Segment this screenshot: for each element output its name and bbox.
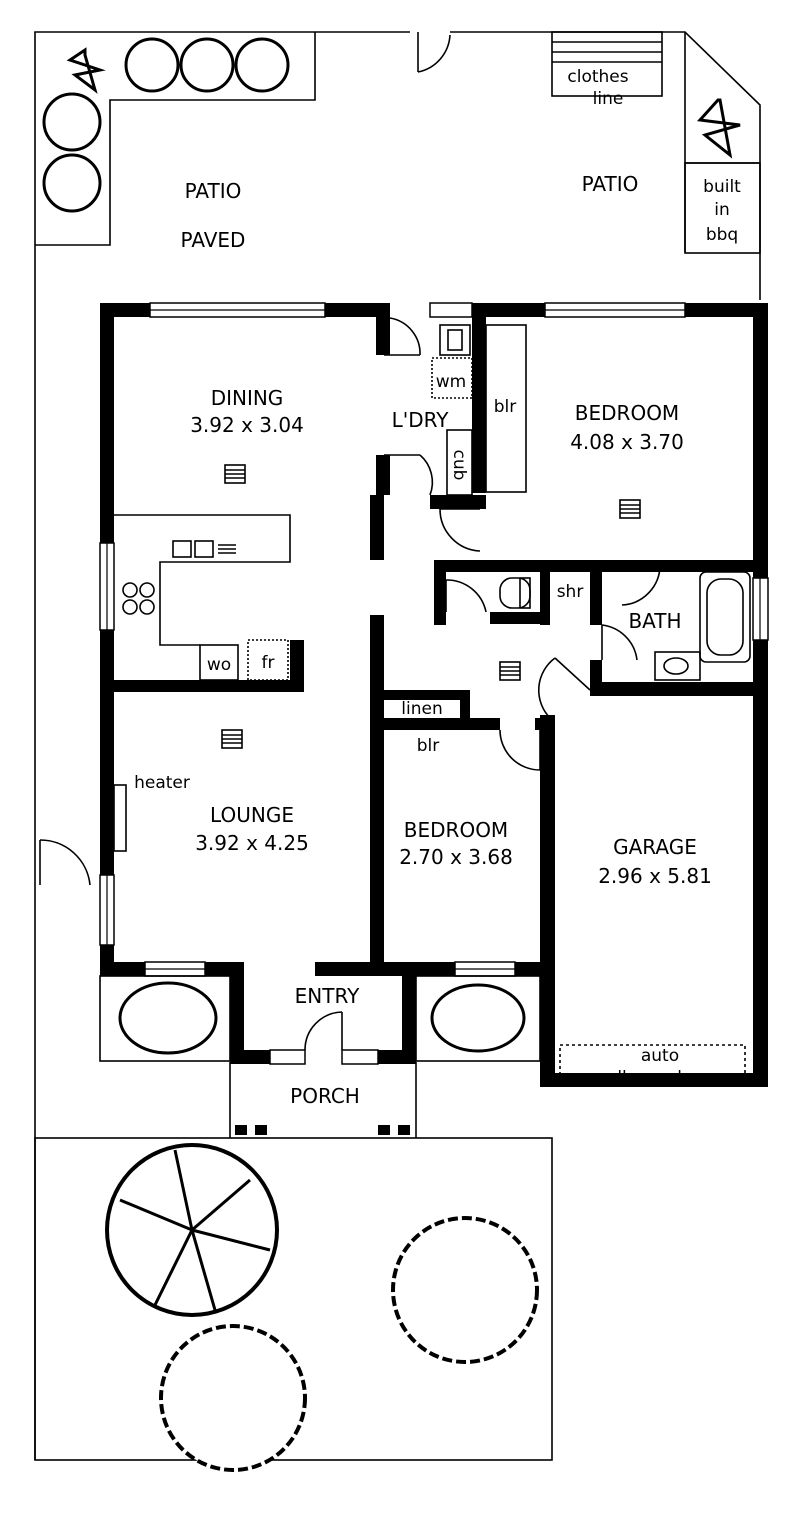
cub-label: cub <box>449 450 469 481</box>
bbq-label-3: bbq <box>706 225 738 245</box>
rear-gate <box>417 32 451 73</box>
linen-label: linen <box>401 699 442 719</box>
bedroom1-size: 4.08 x 3.70 <box>570 430 684 454</box>
lounge-size: 3.92 x 4.25 <box>195 831 309 855</box>
heater-label: heater <box>134 773 190 793</box>
bedroom1-name: BEDROOM <box>575 401 679 425</box>
kitchen <box>114 514 291 681</box>
paved-label: PAVED <box>181 228 246 252</box>
trees <box>42 37 741 1472</box>
clothes-line-label-2: line <box>593 89 624 109</box>
shr-label: shr <box>557 582 584 602</box>
bbq-label-2: in <box>714 200 730 220</box>
entry-name: ENTRY <box>295 984 360 1008</box>
porch-label: PORCH <box>290 1084 360 1108</box>
windows <box>99 302 769 1065</box>
porch-posts <box>235 1125 410 1135</box>
auto-door-label-2: roll - a - door <box>600 1068 709 1088</box>
heater <box>113 784 127 852</box>
patio-right-label: PATIO <box>582 172 639 196</box>
fr-label: fr <box>262 653 275 673</box>
wm-label: wm <box>436 372 466 392</box>
garage-size: 2.96 x 5.81 <box>598 864 712 888</box>
bedroom2-name: BEDROOM <box>404 818 508 842</box>
auto-door-label-1: auto <box>641 1046 679 1066</box>
dining-name: DINING <box>211 386 284 410</box>
labels: PATIO PAVED PATIO clothes line built in … <box>134 67 741 1108</box>
patio-left-label: PATIO <box>185 179 242 203</box>
laundry-fixtures <box>431 324 527 496</box>
dining-size: 3.92 x 3.04 <box>190 413 304 437</box>
blr-bedroom-label: blr <box>417 736 440 756</box>
doors <box>39 317 661 1051</box>
bbq-label-1: built <box>703 177 741 197</box>
bathroom-fixtures <box>499 571 751 681</box>
clothes-line <box>551 31 663 97</box>
bedroom2-size: 2.70 x 3.68 <box>399 845 513 869</box>
blr-laundry-label: blr <box>494 397 517 417</box>
wo-label: wo <box>207 655 231 675</box>
bath-name: BATH <box>628 609 681 633</box>
clothes-line-label-1: clothes <box>567 67 628 87</box>
garage-name: GARAGE <box>613 835 697 859</box>
porch-and-planters <box>99 975 746 1138</box>
laundry-name: L'DRY <box>392 408 450 432</box>
lounge-name: LOUNGE <box>210 803 294 827</box>
ceiling-vents <box>221 464 641 749</box>
